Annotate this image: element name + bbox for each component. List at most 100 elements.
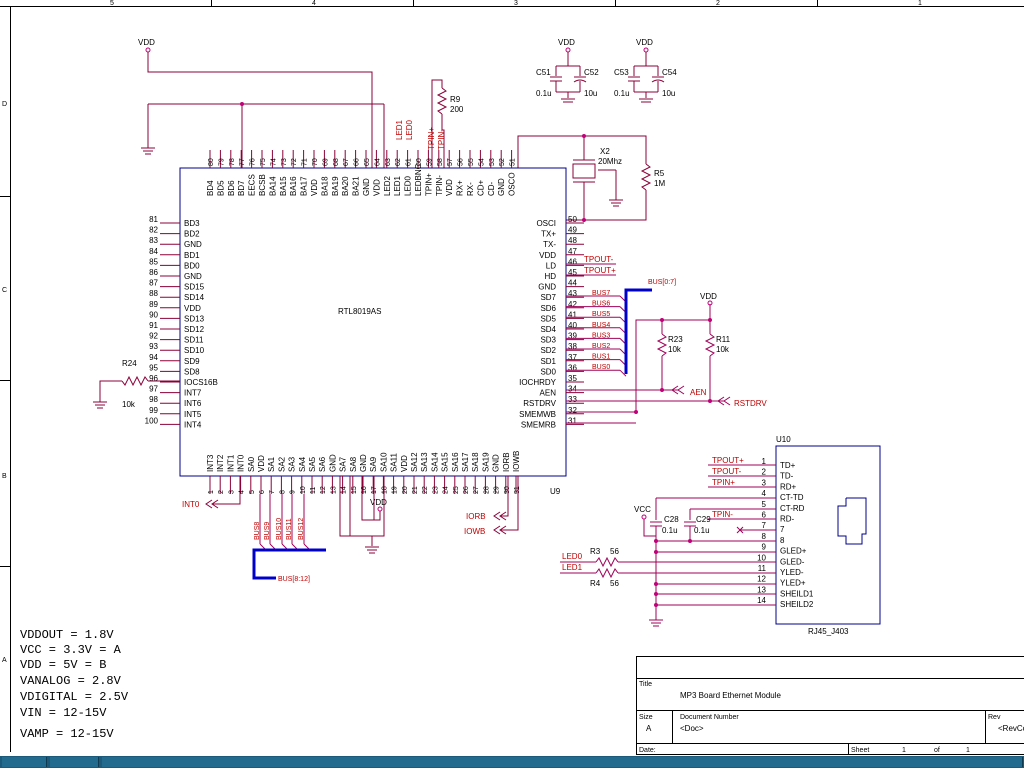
bus-net-label: BUS7: [592, 290, 610, 297]
rj45-pin-number: 12: [757, 575, 766, 584]
frame-col-5: 5: [110, 0, 114, 7]
chip-pin-number: 56: [458, 158, 465, 166]
chip-pin-name: BD1: [184, 251, 200, 260]
chip-pin-number: 28: [483, 486, 490, 494]
chip-pin-name: SD5: [540, 314, 556, 323]
chip-pin-number: 4: [239, 490, 246, 494]
net-led1-rj45: LED1: [562, 563, 583, 572]
chip-pin-name: SD3: [540, 336, 556, 345]
c53-ref: C53: [614, 68, 629, 77]
drawing-frame: 5 4 3 2 1 D C B A: [0, 0, 1024, 752]
chip-pin-name: SD11: [184, 336, 204, 345]
chip-pin-number: 99: [149, 406, 158, 415]
bus-net-label: BUS8: [254, 522, 261, 540]
chip-pin-number: 89: [149, 300, 158, 309]
chip-pin-name: BD5: [216, 180, 225, 196]
chip-pin-name: BD6: [227, 180, 236, 196]
chip-pin-number: 30: [504, 486, 511, 494]
r11-ref: R11: [716, 335, 731, 344]
rj45-pin-number: 14: [757, 596, 766, 605]
chip-pin-name: SD9: [184, 357, 200, 366]
chip-pin-number: 88: [149, 289, 158, 298]
chip-pin-name: SA7: [339, 456, 348, 472]
chip-pin-name: GND: [328, 454, 337, 472]
chip-pin-name: SA17: [461, 452, 470, 472]
chip-pin-name: BD4: [206, 180, 215, 196]
chip-pin-name: OSCI: [536, 219, 556, 228]
chip-pin-number: 72: [291, 158, 298, 166]
rj45-net-tpout-minus: TPOUT-: [712, 467, 742, 476]
chip-pin-name: RX+: [456, 180, 465, 196]
chip-pin-name: CD-: [487, 181, 496, 196]
rj45-pin-number: 11: [758, 564, 767, 573]
chip-ref: U9: [550, 487, 561, 496]
rj45-pin-name: SHEILD1: [780, 589, 814, 598]
chip-pin-name: SA3: [288, 456, 297, 472]
frame-row-a: A: [2, 657, 7, 664]
chip-pin-number: 96: [149, 374, 158, 383]
net-tpin-minus: TPIN-: [437, 129, 446, 150]
chip-pin-number: 44: [568, 279, 577, 288]
chip-pin-name: BA21: [352, 176, 361, 196]
chip-pin-name: SD15: [184, 283, 205, 292]
chip-pin-name: LEDBNC: [414, 163, 423, 196]
connector-name: RJ45_J403: [808, 627, 849, 636]
r3-ref: R3: [590, 547, 601, 556]
frame-col-3: 3: [514, 0, 518, 7]
decoupling-caps: VDD C51 C52 0.1u 10u VDD: [536, 38, 677, 103]
chip-pin-number: 29: [494, 486, 501, 494]
chip-pin-name: BD2: [184, 230, 200, 239]
frame-col-2: 2: [716, 0, 720, 7]
chip-pin-name: BA19: [331, 176, 340, 196]
chip-pin-number: 75: [260, 158, 267, 166]
rj45-pin-number: 7: [762, 521, 767, 530]
chip-pin-number: 14: [341, 486, 348, 494]
chip-pin-number: 18: [381, 486, 388, 494]
chip-pin-name: SD8: [184, 367, 200, 376]
bus-hi-port: BUS[0:7]: [648, 279, 676, 286]
chip-pin-number: 43: [568, 289, 577, 298]
rj45-pin-number: 9: [762, 543, 767, 552]
chip-pin-number: 22: [422, 486, 429, 494]
taskbar-button[interactable]: [50, 757, 99, 767]
chip-pin-number: 42: [568, 300, 577, 309]
note-line: VAMP = 12-15V: [20, 727, 114, 741]
chip-pin-number: 64: [374, 158, 381, 166]
chip-pin-number: 71: [302, 158, 309, 166]
chip-pin-number: 90: [149, 310, 158, 319]
chip-pin-name: SD0: [540, 367, 556, 376]
net-led0: LED0: [405, 119, 414, 140]
chip-top-nets: LED1 LED0 TPIN+ TPIN-: [395, 119, 446, 150]
taskbar-button[interactable]: [102, 757, 1023, 767]
chip-pin-name: TPIN-: [435, 175, 444, 196]
chip-pin-name: BA14: [268, 176, 277, 196]
chip-pin-number: 93: [149, 342, 158, 351]
vdd-label: VDD: [636, 38, 653, 47]
ground-symbol: [141, 140, 155, 155]
chip-pin-number: 86: [149, 268, 158, 277]
rj45-pin-number: 10: [757, 553, 766, 562]
r4-value: 56: [610, 579, 619, 588]
chip-pin-name: IOWB: [512, 451, 521, 472]
chip-pin-name: LED2: [383, 175, 392, 196]
rj45-pin-number: 8: [762, 532, 767, 541]
chip-pin-number: 68: [333, 158, 340, 166]
chip-pin-number: 63: [385, 158, 392, 166]
chip-pin-number: 66: [354, 158, 361, 166]
chip-pin-number: 45: [568, 268, 577, 277]
chip-pin-number: 12: [320, 486, 327, 494]
chip-pin-name: VDD: [445, 179, 454, 196]
bus-net-label: BUS9: [264, 522, 271, 540]
sheet-value: 1: [902, 747, 906, 754]
taskbar-button[interactable]: [2, 757, 47, 767]
title-label: Title: [639, 681, 652, 688]
rj45-pin-name: RD+: [780, 482, 797, 491]
chip-pin-name: SD14: [184, 293, 205, 302]
chip-pin-name: SMEMWB: [519, 410, 556, 419]
chip-pin-name: AEN: [540, 389, 557, 398]
chip-pin-name: EECS: [248, 174, 257, 196]
frame-col-4: 4: [312, 0, 316, 7]
chip-pin-number: 7: [269, 490, 276, 494]
chip-pin-number: 34: [568, 385, 577, 394]
